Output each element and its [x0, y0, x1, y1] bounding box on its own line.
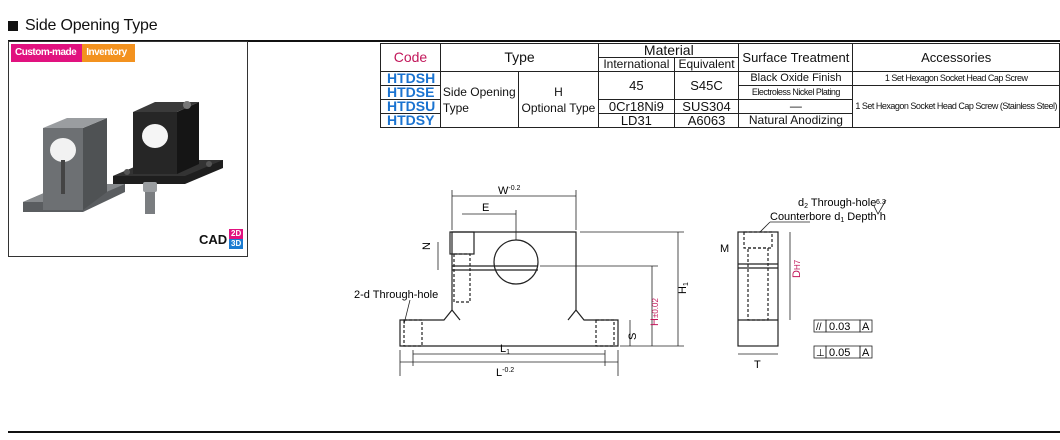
accessory-screw-stainless: 1 Set Hexagon Socket Head Cap Screw (Sta…: [852, 85, 1060, 128]
dim-e: E: [482, 202, 489, 214]
code-htdsu[interactable]: HTDSU: [380, 99, 441, 114]
dim-s: S: [627, 333, 639, 340]
type-h: H Optional Type: [517, 71, 600, 128]
datum-a-1: A: [862, 321, 870, 333]
type-h-label: H: [554, 84, 563, 99]
label-d2: d2 Through-hole: [798, 197, 876, 210]
intl-45: 45: [598, 71, 675, 100]
code-htdse[interactable]: HTDSE: [380, 85, 441, 100]
cad-badge[interactable]: CAD 2D 3D: [199, 229, 244, 249]
dim-h1: H1: [677, 282, 690, 294]
type-side-opening: Side Opening Type: [439, 71, 519, 128]
equivalent-header: Equivalent: [673, 57, 740, 72]
side-view: [737, 231, 779, 347]
spec-table: Code Type Material Surface Treatment Acc…: [380, 43, 1060, 128]
equiv-s45c: S45C: [673, 71, 740, 100]
dim-n: N: [421, 242, 433, 250]
bullet-square-icon: [8, 21, 18, 31]
dim-l: L-0.2: [496, 367, 514, 379]
type-type-label: Type: [442, 100, 469, 115]
inventory-badge[interactable]: Inventory: [82, 44, 135, 62]
custom-made-badge[interactable]: Custom-made: [11, 44, 83, 62]
dim-d: DH7: [791, 259, 803, 278]
section-title: Side Opening Type: [25, 17, 158, 34]
parallel-icon: //: [816, 322, 822, 333]
type-side-opening-label: Side Opening: [442, 84, 516, 99]
material-header: Material: [598, 43, 740, 58]
equiv-a6063: A6063: [673, 113, 740, 128]
cad-3d-label: 3D: [229, 239, 244, 249]
section-header: Side Opening Type: [8, 16, 158, 36]
roughness-icon: [873, 199, 887, 215]
surface-anodizing: Natural Anodizing: [738, 113, 854, 128]
code-header: Code: [380, 43, 441, 72]
front-dim-lines: [399, 190, 684, 376]
code-htdsh[interactable]: HTDSH: [380, 71, 441, 86]
label-2d-through-hole: 2-d Through-hole: [354, 289, 438, 301]
roughness-label: 6.3: [876, 199, 886, 206]
dim-w: W-0.2: [498, 185, 521, 197]
product-photo: [23, 101, 223, 214]
header-divider: [8, 40, 1060, 42]
tol-parallel: 0.03: [829, 321, 850, 333]
label-counterbore: Counterbore d1 Depth h: [770, 211, 886, 224]
cad-label: CAD: [199, 231, 228, 247]
dim-t: T: [754, 359, 761, 371]
technical-drawing: W-0.2 E N 2-d Through-hole L1 L-0.2 H1 H…: [354, 185, 887, 379]
intl-ld31: LD31: [598, 113, 675, 128]
type-header: Type: [439, 43, 600, 72]
dim-l1: L1: [500, 343, 510, 356]
intl-0cr18ni9: 0Cr18Ni9: [598, 99, 675, 114]
surface-black-oxide: Black Oxide Finish: [738, 71, 854, 86]
type-optional-label: Optional Type: [521, 100, 596, 115]
surface-header: Surface Treatment: [738, 43, 854, 72]
datum-a-2: A: [862, 347, 870, 359]
tol-perp: 0.05: [829, 347, 850, 359]
side-dim-lines: [738, 221, 873, 359]
cad-2d-label: 2D: [229, 229, 244, 239]
surface-none: —: [738, 99, 854, 114]
perpendicular-icon: ⊥: [816, 348, 825, 359]
dim-m: M: [720, 243, 729, 255]
dim-h: H±0.02: [649, 298, 661, 326]
code-htdsy[interactable]: HTDSY: [380, 113, 441, 128]
badge-group: Custom-made Inventory: [11, 44, 135, 62]
surface-nickel: Electroless Nickel Plating: [738, 85, 854, 100]
accessories-header: Accessories: [852, 43, 1060, 72]
equiv-sus304: SUS304: [673, 99, 740, 114]
bottom-divider: [8, 431, 1060, 433]
accessory-screw: 1 Set Hexagon Socket Head Cap Screw: [852, 71, 1060, 86]
international-header: International: [598, 57, 675, 72]
product-photo-panel: Custom-made Inventory CAD 2D 3D: [8, 41, 248, 257]
